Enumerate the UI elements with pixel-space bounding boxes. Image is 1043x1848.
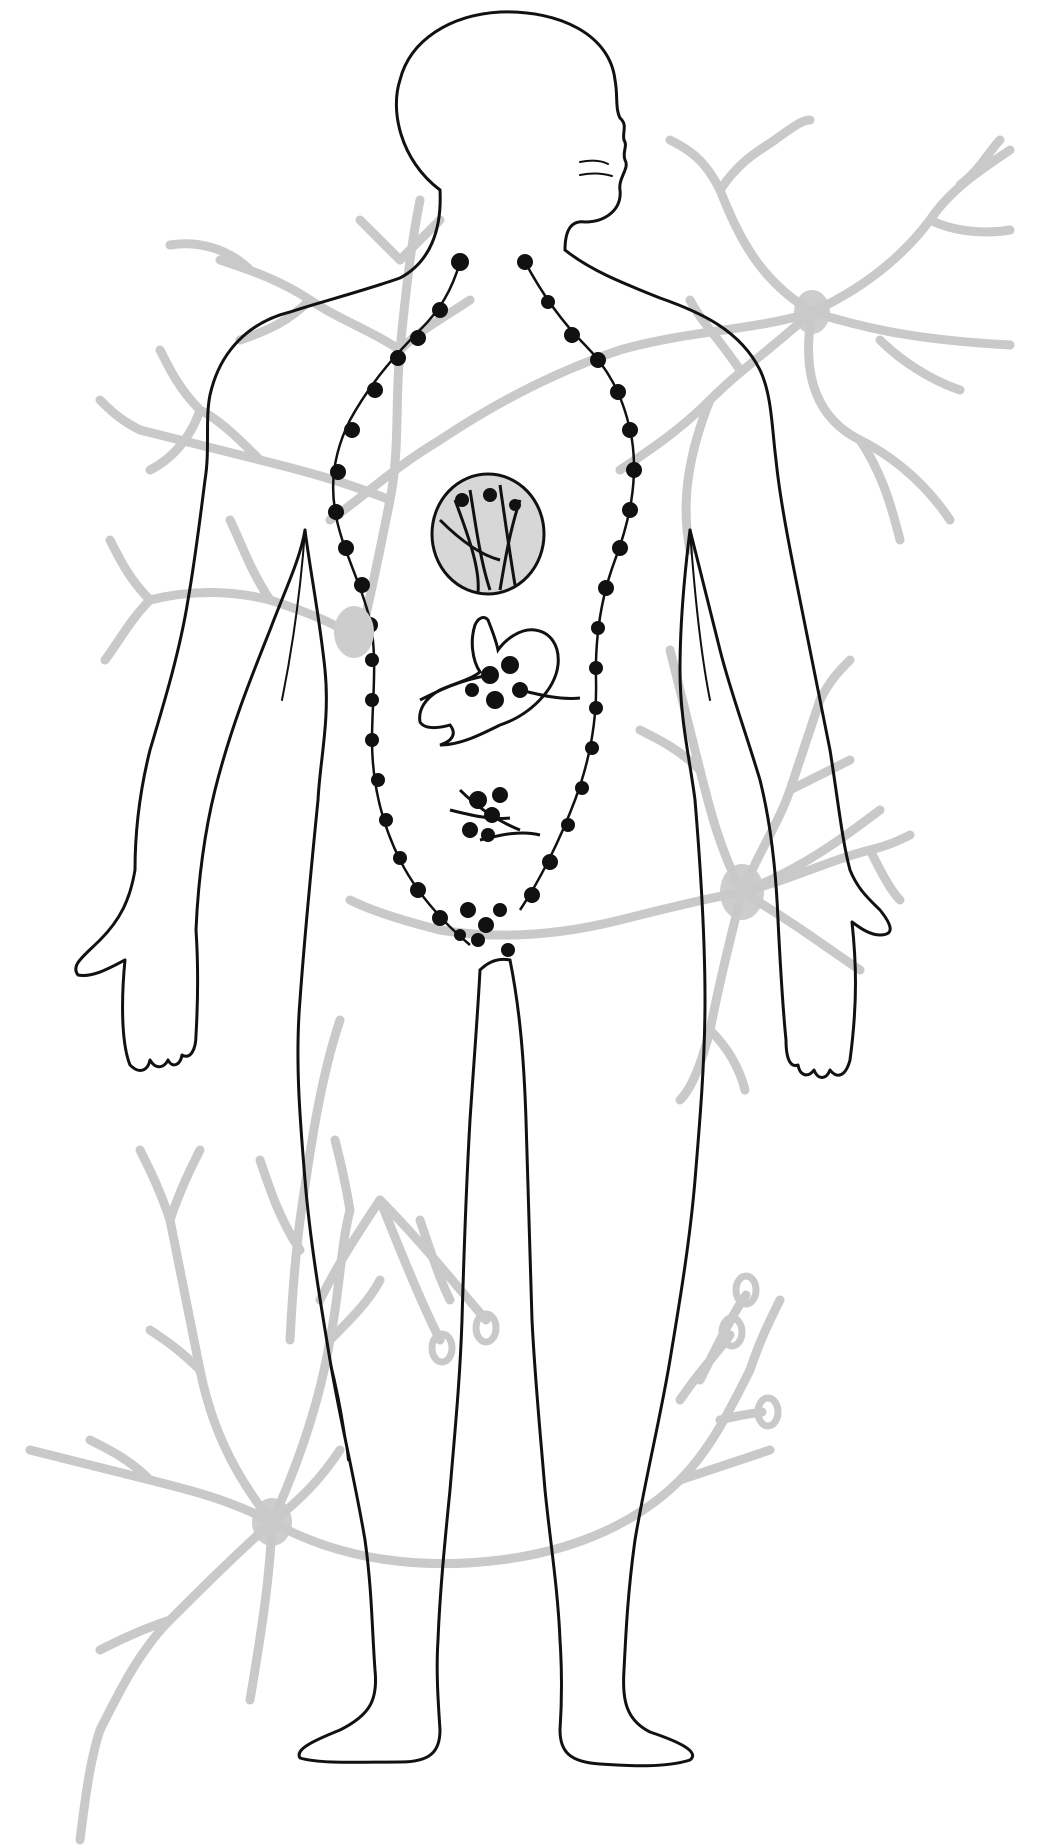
neuron-middle-right [350, 650, 910, 1100]
neuron-bottom-left [30, 1020, 780, 1840]
right-leg-outline [510, 960, 705, 1766]
neuron-left-soma [334, 606, 374, 658]
intestine-plexus [450, 787, 540, 842]
chain-right [520, 262, 634, 910]
neuron-soma-overlays [334, 606, 374, 658]
head-outline [396, 12, 626, 250]
stomach [420, 618, 580, 745]
heart [432, 474, 544, 594]
